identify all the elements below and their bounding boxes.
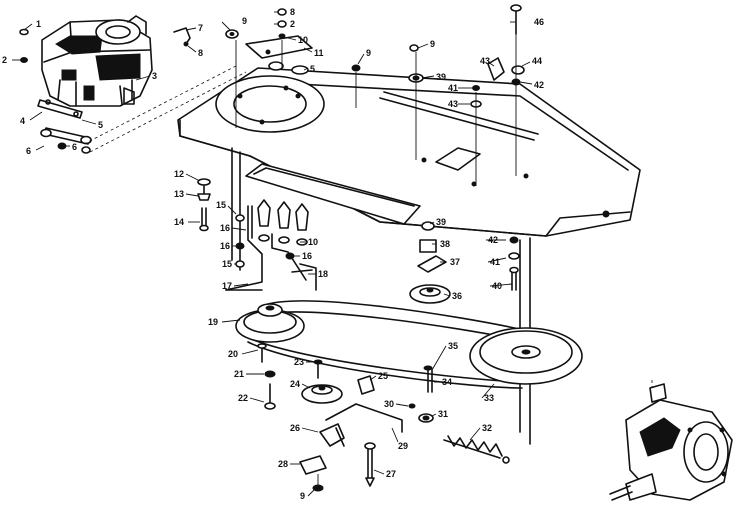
callout-13: 13 bbox=[174, 189, 184, 199]
callout-10: 10 bbox=[298, 35, 308, 45]
callout-39b: 39 bbox=[436, 217, 446, 227]
callout-38: 38 bbox=[440, 239, 450, 249]
engine-pulley bbox=[235, 303, 305, 343]
callout-4: 4 bbox=[20, 116, 25, 126]
callout-5: 5 bbox=[98, 120, 103, 130]
callout-24: 24 bbox=[290, 379, 300, 389]
callout-9d: 9 bbox=[300, 491, 305, 501]
leader-lines bbox=[12, 11, 533, 497]
callout-16b: 16 bbox=[220, 241, 230, 251]
callout-28: 28 bbox=[278, 459, 288, 469]
callout-19: 19 bbox=[208, 317, 218, 327]
lower-hardware bbox=[257, 343, 510, 492]
callout-5b: 5 bbox=[310, 64, 315, 74]
callout-labels: 1 2 3 4 5 6 7 8 6 9 8 2 10 11 5 9 9 39 4… bbox=[2, 7, 544, 501]
callout-15: 15 bbox=[216, 200, 226, 210]
callout-9c: 9 bbox=[430, 39, 435, 49]
callout-6: 6 bbox=[26, 146, 31, 156]
callout-33: 33 bbox=[484, 393, 494, 403]
callout-32: 32 bbox=[482, 423, 492, 433]
alignment-line bbox=[83, 65, 237, 145]
callout-9: 9 bbox=[242, 16, 247, 26]
engine-mount-hardware bbox=[19, 27, 191, 154]
transmission-pulley bbox=[469, 327, 583, 385]
callout-37: 37 bbox=[450, 257, 460, 267]
callout-20: 20 bbox=[228, 349, 238, 359]
engine bbox=[41, 15, 153, 107]
callout-44: 44 bbox=[532, 56, 542, 66]
callout-8: 8 bbox=[198, 48, 203, 58]
callout-22: 22 bbox=[238, 393, 248, 403]
callout-16: 16 bbox=[220, 223, 230, 233]
callout-3: 3 bbox=[152, 71, 157, 81]
callout-9b: 9 bbox=[366, 48, 371, 58]
callout-40: 40 bbox=[492, 281, 502, 291]
callout-10b: 10 bbox=[308, 237, 318, 247]
engine-mount-ring bbox=[215, 75, 325, 133]
callout-31: 31 bbox=[438, 409, 448, 419]
callout-7: 7 bbox=[198, 23, 203, 33]
callout-39: 39 bbox=[436, 72, 446, 82]
alignment-line bbox=[89, 71, 247, 153]
callout-30: 30 bbox=[384, 399, 394, 409]
callout-2: 2 bbox=[2, 55, 7, 65]
callout-42b: 42 bbox=[488, 235, 498, 245]
callout-35: 35 bbox=[448, 341, 458, 351]
transmission-gearbox bbox=[609, 380, 733, 501]
top-hardware bbox=[225, 4, 525, 186]
idler-group bbox=[409, 221, 520, 304]
callout-14: 14 bbox=[174, 217, 184, 227]
callout-17: 17 bbox=[222, 281, 232, 291]
callout-2b: 2 bbox=[290, 19, 295, 29]
callout-41b: 41 bbox=[490, 257, 500, 267]
callout-12: 12 bbox=[174, 169, 184, 179]
callout-1: 1 bbox=[36, 19, 41, 29]
callout-21: 21 bbox=[234, 369, 244, 379]
callout-43: 43 bbox=[448, 99, 458, 109]
callout-16c: 16 bbox=[302, 251, 312, 261]
callout-18: 18 bbox=[318, 269, 328, 279]
callout-43b: 43 bbox=[480, 56, 490, 66]
left-linkage bbox=[197, 178, 317, 291]
callout-42: 42 bbox=[534, 80, 544, 90]
callout-11: 11 bbox=[314, 48, 324, 58]
callout-41: 41 bbox=[448, 83, 458, 93]
callout-8b: 8 bbox=[290, 7, 295, 17]
callout-25: 25 bbox=[378, 371, 388, 381]
callout-23: 23 bbox=[294, 357, 304, 367]
callout-6b: 6 bbox=[72, 142, 77, 152]
callout-15b: 15 bbox=[222, 259, 232, 269]
callout-46: 46 bbox=[534, 17, 544, 27]
callout-34: 34 bbox=[442, 377, 452, 387]
callout-36: 36 bbox=[452, 291, 462, 301]
callout-29: 29 bbox=[398, 441, 408, 451]
callout-26: 26 bbox=[290, 423, 300, 433]
callout-27: 27 bbox=[386, 469, 396, 479]
